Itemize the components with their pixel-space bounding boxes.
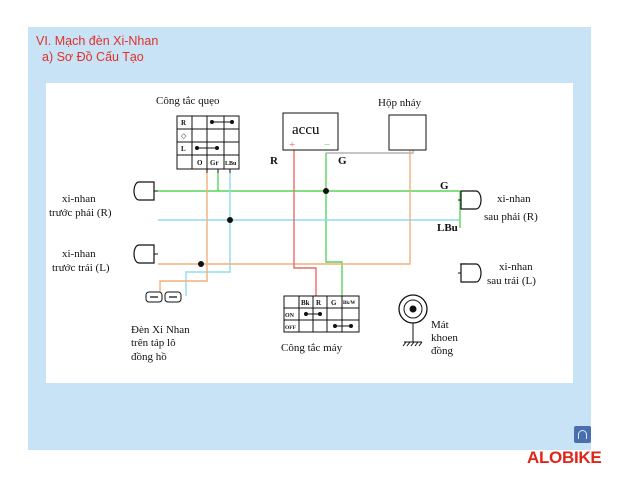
wire-label-g-accu: G xyxy=(338,155,347,167)
queo-col-lbu: LBu xyxy=(225,161,237,167)
dash-lamp-label-2: trên táp lô xyxy=(131,337,176,349)
rear-left-lamp xyxy=(460,263,482,283)
turn-switch-grid xyxy=(176,115,240,170)
may-col-bkw: Bk/W xyxy=(343,301,356,306)
dash-indicator-lamps xyxy=(145,291,182,303)
wire-label-lbu: LBu xyxy=(437,222,458,234)
front-right-lamp xyxy=(133,181,155,201)
rear-left-label-1: xi-nhan xyxy=(499,261,533,273)
front-left-lamp xyxy=(133,244,155,264)
queo-col-o: O xyxy=(197,159,203,167)
battery-plus: + xyxy=(289,139,295,151)
queo-row-r: R xyxy=(181,119,187,127)
may-row-off: OFF xyxy=(285,325,297,331)
dash-lamp-label-3: đồng hồ xyxy=(131,351,167,363)
front-right-label-1: xi-nhan xyxy=(62,193,96,205)
ignition-switch-grid xyxy=(283,295,360,333)
horn-icon xyxy=(398,294,428,347)
gray-wire xyxy=(326,150,414,154)
horn-label-3: đồng xyxy=(431,345,454,357)
slide-subheading: a) Sơ Đồ Cấu Tạo xyxy=(42,50,144,64)
wire-label-r: R xyxy=(270,155,279,167)
battery-label: accu xyxy=(292,122,320,138)
queo-row-l: L xyxy=(181,145,186,153)
slide-heading: VI. Mạch đèn Xi-Nhan xyxy=(36,34,159,48)
turn-switch-contacts xyxy=(195,120,234,150)
turn-switch-title: Công tắc quẹo xyxy=(156,95,220,107)
rear-right-label-1: xi-nhan xyxy=(497,193,531,205)
lightblue-wire-dash xyxy=(185,220,231,296)
may-col-r: R xyxy=(316,299,322,307)
horn-label-1: Mát xyxy=(431,319,449,331)
may-row-on: ON xyxy=(285,313,295,319)
flasher-box xyxy=(388,114,427,151)
ignition-switch-title: Công tắc máy xyxy=(281,342,343,354)
return-icon[interactable] xyxy=(574,426,591,443)
rear-right-label-2: sau phải (R) xyxy=(484,211,538,223)
flasher-title: Hộp nháy xyxy=(378,97,422,109)
dash-lamp-label-1: Đèn Xi Nhan xyxy=(131,324,190,336)
orange-wire-flasher xyxy=(158,150,411,265)
may-col-bk: Bk xyxy=(301,299,310,307)
rear-right-lamp xyxy=(460,190,482,210)
orange-wire-dash xyxy=(159,173,208,296)
green-wire-ignition xyxy=(325,191,343,296)
front-right-label-2: trước phải (R) xyxy=(49,207,112,219)
front-left-label-1: xi-nhan xyxy=(62,248,96,260)
front-left-label-2: trước trái (L) xyxy=(52,262,110,274)
red-wire xyxy=(293,150,317,296)
queo-col-gr: Gr xyxy=(210,159,219,167)
junction-dots xyxy=(198,188,329,267)
rear-left-label-2: sau trái (L) xyxy=(487,275,536,287)
horn-label-2: khoen xyxy=(431,332,458,344)
queo-row-n: ◇ xyxy=(181,132,187,140)
ignition-switch-contacts xyxy=(304,312,353,328)
brand-logo: ALOBIKE xyxy=(527,448,602,467)
wire-label-g: G xyxy=(440,180,449,192)
battery-minus: − xyxy=(324,139,330,151)
may-col-g: G xyxy=(331,299,337,307)
battery-box xyxy=(282,112,339,151)
